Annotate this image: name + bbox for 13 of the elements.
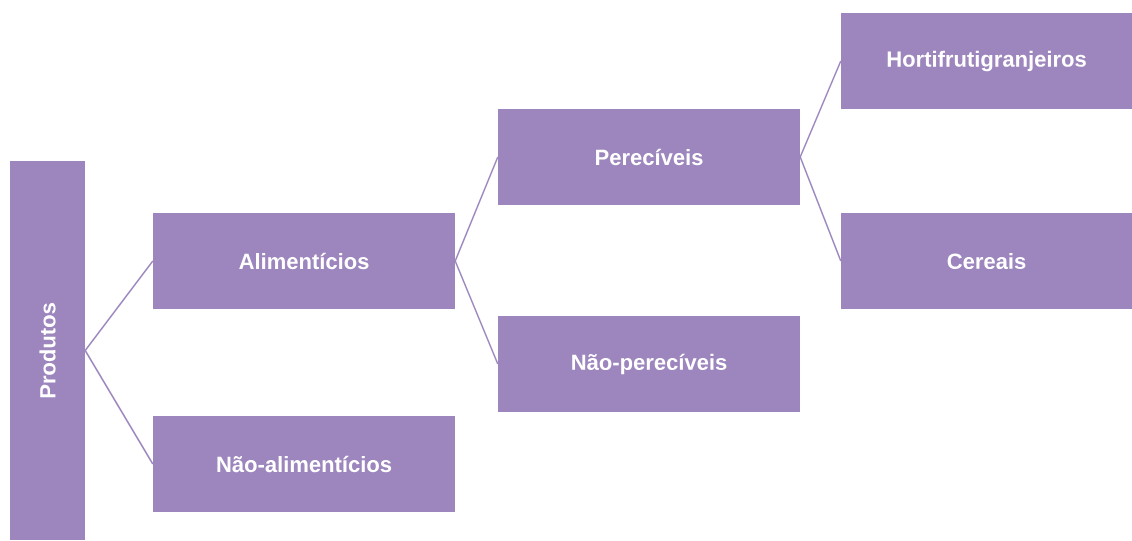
connector-line — [454, 260, 499, 365]
category-box: Cereais — [841, 213, 1132, 309]
connector-line — [799, 60, 842, 158]
connector-line — [799, 156, 842, 262]
connector-line — [84, 260, 154, 352]
category-box: Alimentícios — [153, 213, 455, 309]
connector-line — [84, 349, 154, 465]
category-box: Não-alimentícios — [153, 416, 455, 512]
category-box: Não-perecíveis — [498, 316, 800, 412]
category-box: Hortifrutigranjeiros — [841, 13, 1132, 109]
category-box: Produtos — [10, 161, 85, 540]
category-box: Perecíveis — [498, 109, 800, 205]
connector-line — [454, 156, 499, 262]
